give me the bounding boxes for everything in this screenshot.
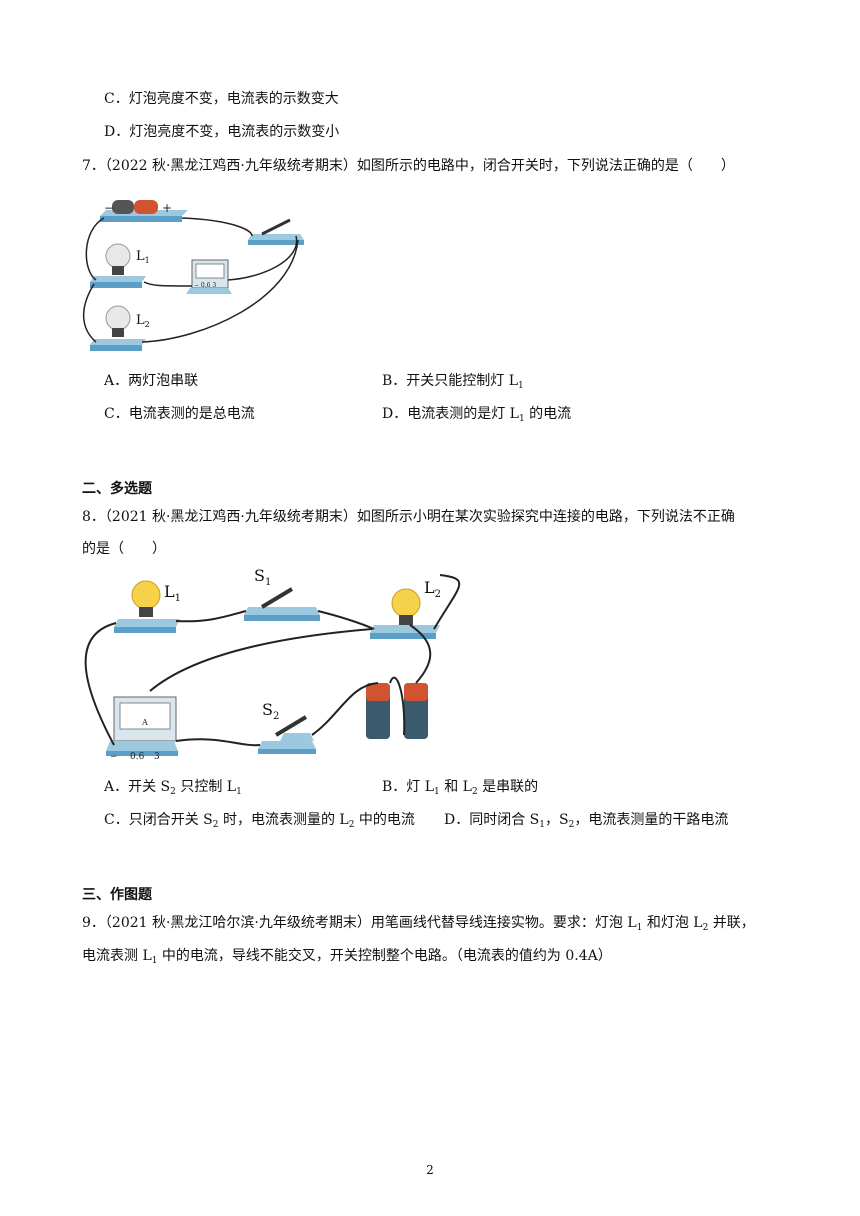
- battery-plus-label: +: [162, 201, 172, 215]
- q8-option-b: B．灯 L1 和 L2 是串联的: [382, 779, 539, 797]
- q8-l2-label: L2: [424, 578, 441, 600]
- q7-option-c: C．电流表测的是总电流: [104, 406, 255, 422]
- q8-option-a: A．开关 S2 只控制 L1: [104, 779, 242, 797]
- q7-circuit-figure: − + L1 − 0.6 3 L2: [82, 200, 304, 351]
- q8-l1-label: L1: [164, 582, 181, 604]
- q7-option-b: B．开关只能控制灯 L1: [382, 373, 524, 391]
- q8-meter-letter: A: [141, 718, 148, 727]
- q6-option-c: C．灯泡亮度不变，电流表的示数变大: [104, 91, 339, 107]
- q8-s2-label: S2: [262, 700, 279, 722]
- q8-meter-06: 0.6: [130, 752, 145, 760]
- q7-meter-scale: − 0.6 3: [194, 282, 216, 289]
- q9-line2: 电流表测 L1 中的电流，导线不能交叉，开关控制整个电路。（电流表的值约为 0.…: [82, 948, 612, 966]
- q8-stem-line1: 8．（2021 秋·黑龙江鸡西·九年级统考期末）如图所示小明在某次实验探究中连接…: [82, 509, 735, 525]
- q8-meter-3: 3: [154, 752, 160, 760]
- q8-stem-line2: 的是（ ）: [82, 541, 166, 557]
- q8-option-c: C．只闭合开关 S2 时，电流表测量的 L2 中的电流: [104, 812, 415, 830]
- q8-meter-minus: −: [110, 752, 118, 760]
- q7-stem: 7．（2022 秋·黑龙江鸡西·九年级统考期末）如图所示的电路中，闭合开关时，下…: [82, 158, 735, 174]
- battery-minus-label: −: [104, 201, 114, 215]
- page-number: 2: [426, 1163, 434, 1177]
- q7-lamp1-label: L1: [136, 249, 150, 265]
- q6-option-d: D．灯泡亮度不变，电流表的示数变小: [104, 124, 340, 140]
- q7-option-d: D．电流表测的是灯 L1 的电流: [382, 406, 572, 424]
- q7-option-a: A．两灯泡串联: [104, 373, 199, 389]
- q8-option-d: D．同时闭合 S1，S2，电流表测量的干路电流: [444, 812, 729, 830]
- q7-lamp2-label: L2: [136, 313, 150, 329]
- section-3-title: 三、作图题: [82, 887, 152, 903]
- section-2-title: 二、多选题: [82, 481, 152, 497]
- q8-circuit-figure: L1 S1 L2 S2 A − 0.6 3: [84, 566, 461, 760]
- q9-line1: 9．（2021 秋·黑龙江哈尔滨·九年级统考期末）用笔画线代替导线连接实物。要求…: [82, 915, 755, 933]
- q8-s1-label: S1: [254, 566, 271, 588]
